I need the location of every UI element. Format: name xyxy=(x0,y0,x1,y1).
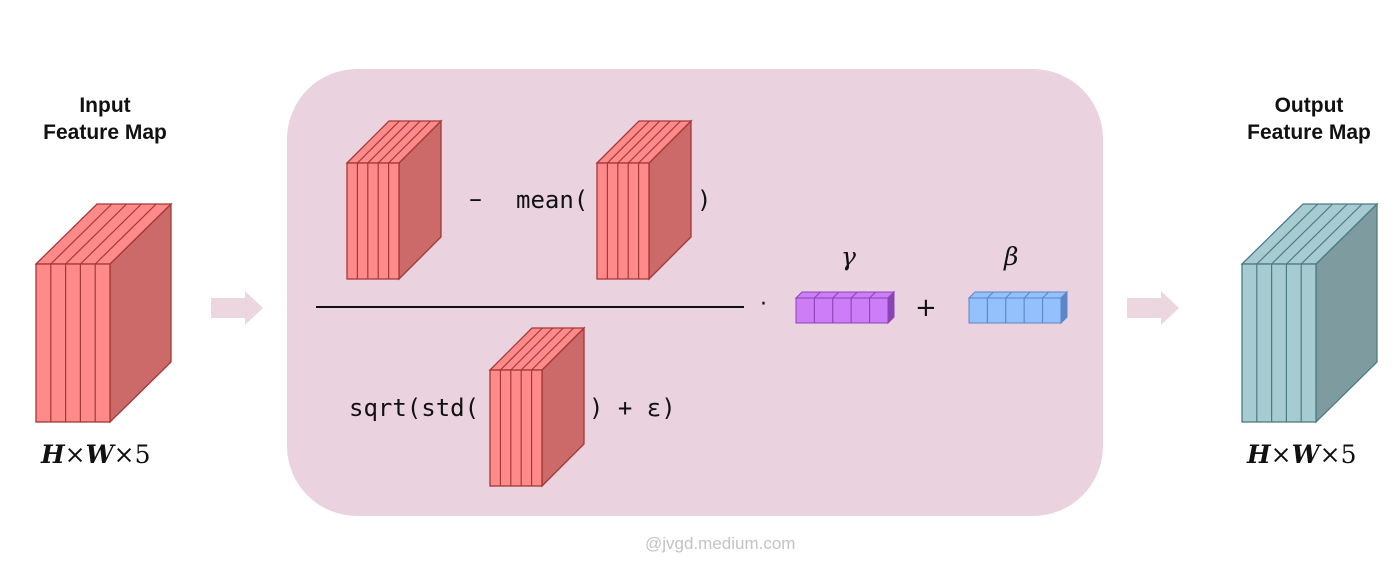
beta-symbol: β xyxy=(1004,242,1019,271)
beta-vector xyxy=(967,290,1069,325)
input-dim-w: W xyxy=(85,440,114,469)
output-dim-times1: × xyxy=(1270,440,1292,469)
input-title-line2: Feature Map xyxy=(43,121,167,144)
input-dim-times1: × xyxy=(64,440,86,469)
output-dim-w: W xyxy=(1291,440,1320,469)
arrow-in xyxy=(211,291,263,325)
output-tensor xyxy=(1240,202,1379,424)
std-tensor xyxy=(488,326,586,488)
input-dims: H×W×5 xyxy=(41,440,151,469)
output-dim-h: H xyxy=(1247,440,1271,469)
arrow-out xyxy=(1127,291,1179,325)
minus-sign: – xyxy=(469,184,482,214)
gamma-symbol: γ xyxy=(841,242,856,271)
output-dim-channels: 5 xyxy=(1340,440,1357,469)
output-title: Output Feature Map xyxy=(1223,92,1395,146)
mean-open-text: mean( xyxy=(516,186,589,214)
output-dim-times2: × xyxy=(1319,440,1341,469)
plus-operator: + xyxy=(915,293,937,323)
dot-operator: · xyxy=(760,292,767,317)
input-title: Input Feature Map xyxy=(20,92,190,146)
sqrt-open-text: sqrt(std( xyxy=(349,394,480,422)
numerator-tensor xyxy=(345,119,443,281)
output-dims: H×W×5 xyxy=(1247,440,1357,469)
input-dim-channels: 5 xyxy=(134,440,151,469)
watermark: @jvgd.medium.com xyxy=(645,534,796,553)
input-dim-h: H xyxy=(41,440,65,469)
input-tensor xyxy=(34,202,173,424)
input-dim-times2: × xyxy=(113,440,135,469)
gamma-vector xyxy=(794,290,896,325)
sqrt-close-text: ) + ε) xyxy=(589,394,676,422)
input-title-line1: Input xyxy=(79,94,131,117)
mean-tensor xyxy=(595,119,693,281)
mean-close-text: ) xyxy=(697,186,712,214)
output-title-line2: Feature Map xyxy=(1247,121,1371,144)
output-title-line1: Output xyxy=(1274,94,1344,117)
